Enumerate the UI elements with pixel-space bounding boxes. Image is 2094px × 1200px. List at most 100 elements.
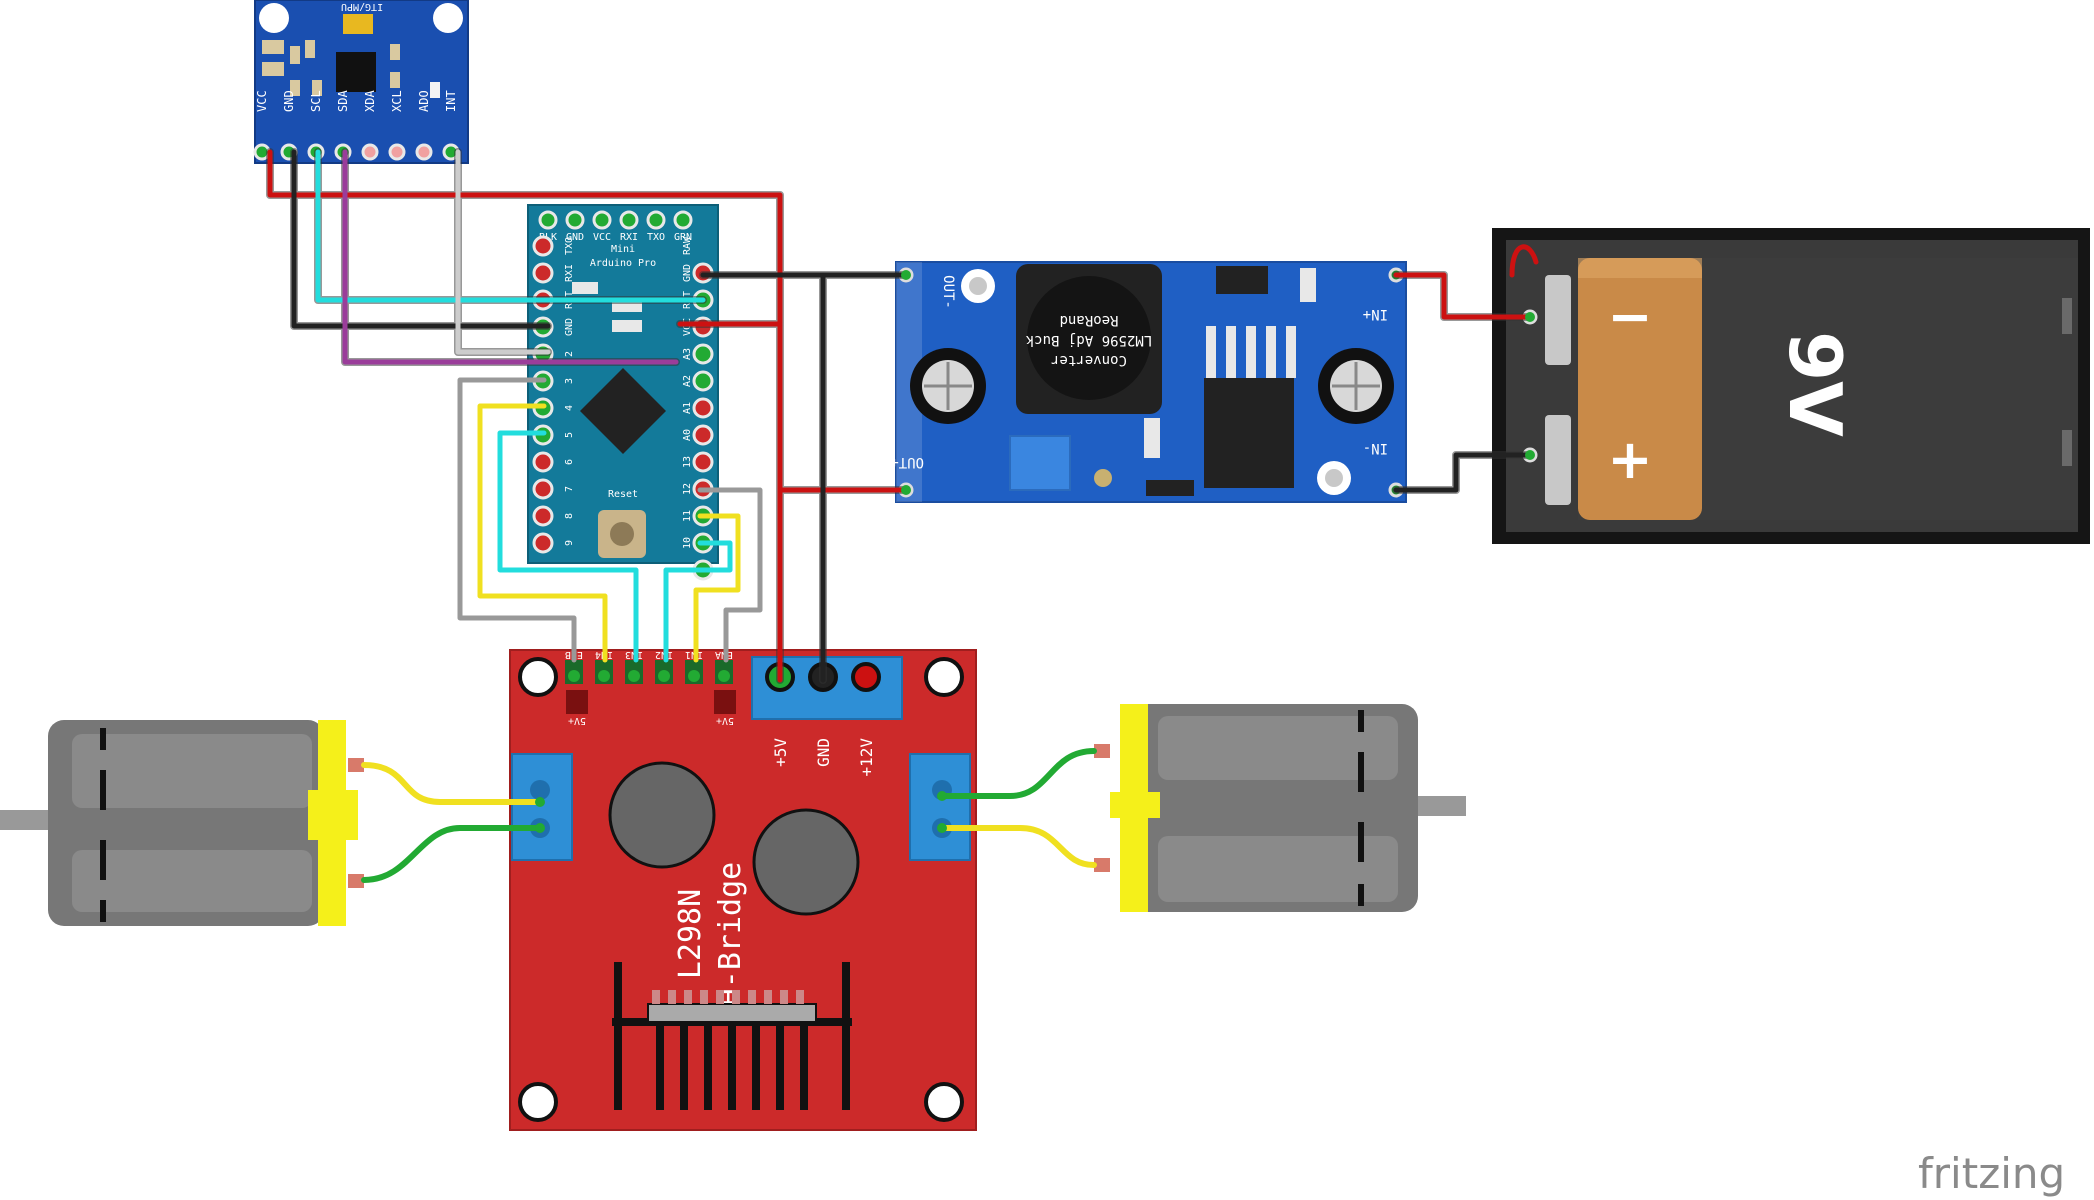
jumper-left-label: 5V+: [568, 715, 586, 726]
arduino-right-pin[interactable]: [692, 424, 714, 446]
regulator-ic: [1204, 378, 1294, 488]
arduino-top-pin-label: RXI: [620, 232, 638, 243]
hbridge-header-pin-dot[interactable]: [628, 670, 640, 682]
arduino-name-line2: Arduino Pro: [590, 258, 656, 269]
arduino-top-pin[interactable]: [538, 210, 558, 230]
arduino-left-pin-label: 9: [564, 540, 575, 546]
wire-motor-right-yellow: [939, 825, 1097, 868]
smd-part: [262, 62, 284, 76]
mpu-pin-xda[interactable]: [361, 143, 379, 161]
arduino-right-pin-label: A2: [682, 375, 693, 387]
arduino-pro-mini: BLKGNDVCCRXITXOGRN Mini Arduino Pro Rese…: [527, 204, 719, 581]
arduino-top-pin[interactable]: [592, 210, 612, 230]
arduino-right-pin-label: A3: [682, 348, 693, 360]
wire-sda-purple: [342, 149, 679, 365]
hbridge-header-pin-dot[interactable]: [718, 670, 730, 682]
mpu-pin-ado[interactable]: [415, 143, 433, 161]
mpu-pin-label: ADO: [417, 90, 431, 112]
fritzing-watermark: fritzing: [1918, 1149, 2065, 1198]
hbridge-terminal-label: +5V: [771, 738, 790, 767]
reset-button-cap[interactable]: [610, 522, 634, 546]
jumper-right-label: 5V+: [716, 715, 734, 726]
buck-in-minus-label: IN-: [1363, 440, 1388, 456]
mpu-pin-xcl[interactable]: [388, 143, 406, 161]
smd-part: [572, 282, 598, 294]
hbridge-capacitor: [752, 808, 860, 916]
buck-in-plus-label: IN+: [1363, 306, 1388, 322]
hbridge-header-pin-dot[interactable]: [658, 670, 670, 682]
trim-potentiometer[interactable]: [1009, 435, 1071, 491]
heatsink: [612, 962, 852, 1110]
arduino-left-pin-label: 5: [564, 432, 575, 438]
wire-in2-cyan: [663, 540, 733, 663]
motor-shaft: [0, 810, 56, 830]
terminal-12v[interactable]: [851, 662, 881, 692]
arduino-right-pin-label: 10: [682, 537, 693, 549]
smd-part: [262, 40, 284, 54]
smd-part: [1144, 418, 1160, 458]
hbridge-header-pin-dot[interactable]: [598, 670, 610, 682]
motor-b-terminal: [909, 753, 971, 861]
arduino-top-pin[interactable]: [673, 210, 693, 230]
smd-part: [390, 72, 400, 88]
mpu-chip: [336, 52, 376, 92]
hbridge-terminal-label: +12V: [857, 738, 876, 777]
arduino-right-pin-label: RAW: [682, 236, 693, 255]
motor-left-endcap-tab: [308, 790, 358, 840]
mount-hole-inner: [1325, 469, 1343, 487]
jumper-right[interactable]: [714, 690, 736, 714]
arduino-right-pin[interactable]: [692, 397, 714, 419]
mount-hole-inner: [969, 277, 987, 295]
arduino-top-pin[interactable]: [619, 210, 639, 230]
hbridge-capacitor: [608, 761, 716, 869]
hbridge-header-pin-dot[interactable]: [568, 670, 580, 682]
mount-hole: [259, 3, 289, 33]
arduino-left-pin[interactable]: [532, 478, 554, 500]
arduino-left-pin[interactable]: [532, 451, 554, 473]
smd-part: [1216, 266, 1268, 294]
arduino-left-pin[interactable]: [532, 235, 554, 257]
jumper-left[interactable]: [566, 690, 588, 714]
battery-terminal-minus: [1545, 275, 1571, 365]
wire-vcc-red: [267, 149, 783, 683]
arduino-right-pin[interactable]: [692, 370, 714, 392]
motor-a-terminal: [511, 753, 573, 861]
arduino-top-pin-label: TXO: [647, 232, 665, 243]
wire-motor-left-yellow: [361, 762, 543, 805]
arduino-left-pin[interactable]: [532, 262, 554, 284]
hbridge-label-line1: L298N: [673, 889, 708, 979]
arduino-right-pin-label: 11: [682, 510, 693, 522]
arduino-right-pin-label: 12: [682, 483, 693, 495]
arduino-top-pin[interactable]: [565, 210, 585, 230]
smd-led: [430, 82, 440, 98]
capacitor-mark: [1332, 362, 1380, 410]
buck-label-line2: LM2596 Adj Buck: [1025, 332, 1152, 348]
motor-a-screw[interactable]: [530, 780, 550, 800]
arduino-left-pin[interactable]: [532, 532, 554, 554]
motor-left-lead: [348, 758, 364, 772]
hbridge-header-pin-dot[interactable]: [688, 670, 700, 682]
arduino-left-pin-label: 2: [564, 351, 575, 357]
arduino-name-line1: Mini: [611, 244, 635, 255]
motor-right: [1094, 704, 1466, 912]
mpu-pin-label: INT: [444, 90, 458, 112]
arduino-right-pin-label: A0: [682, 429, 693, 441]
hbridge-label-line2: H-Bridge: [713, 862, 748, 1007]
arduino-right-pin[interactable]: [692, 451, 714, 473]
inductor-core: [1027, 276, 1151, 400]
wire-battery-plus-black: [1393, 452, 1533, 493]
arduino-right-pin[interactable]: [692, 343, 714, 365]
trim-screw[interactable]: [1094, 469, 1112, 487]
motor-highlight: [72, 734, 312, 808]
wire-in1-yellow: [693, 513, 741, 663]
smd-part: [305, 40, 315, 58]
arduino-left-pin[interactable]: [532, 505, 554, 527]
mpu-pin-label: VCC: [255, 90, 269, 112]
mount-hole: [924, 1082, 964, 1122]
mpu-pin-label: SDA: [336, 90, 350, 112]
arduino-top-pin[interactable]: [646, 210, 666, 230]
mpu-pin-label: XDA: [363, 90, 377, 112]
wire-enb-gray: [457, 377, 577, 663]
